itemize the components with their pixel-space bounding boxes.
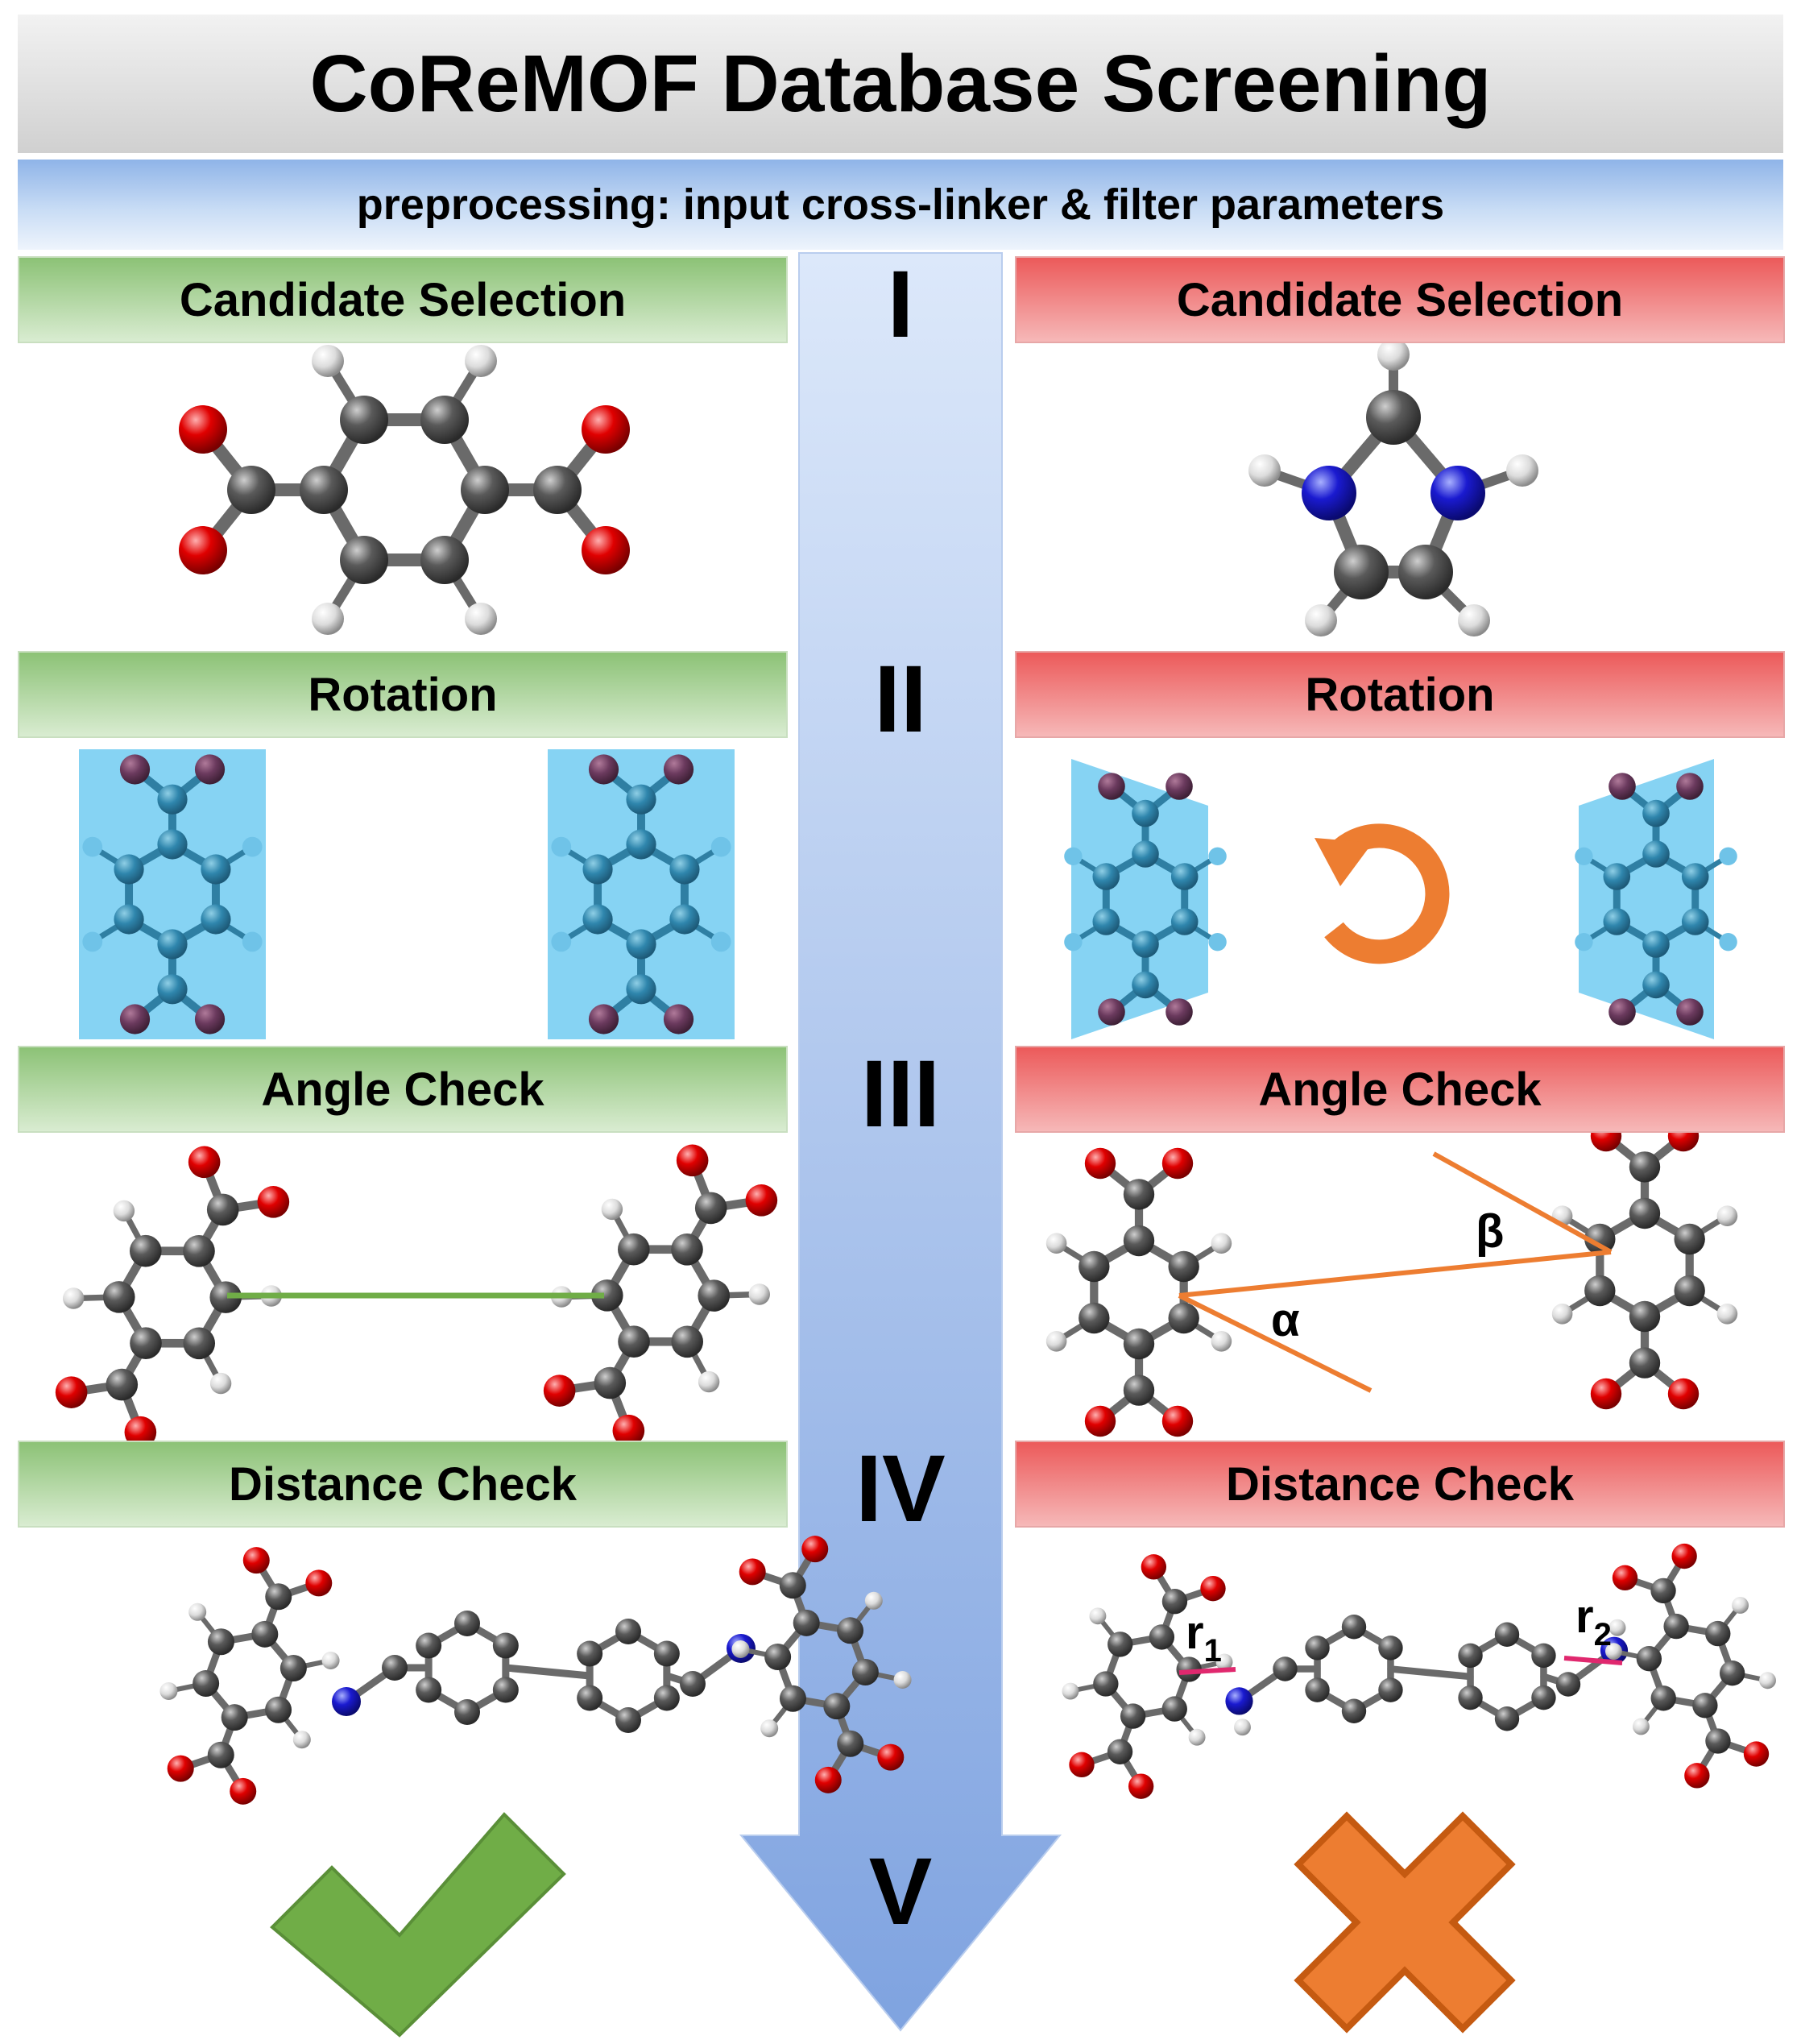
rotation-molecule-left-1: [82, 754, 263, 1034]
distance-r2-line: [1563, 1656, 1623, 1665]
process-arrow: [739, 252, 1062, 2032]
angle-molecule-right-1: [1045, 1147, 1232, 1437]
r1-base: r: [1186, 1607, 1204, 1659]
distance-chain-left: [332, 1611, 756, 1733]
title-bar: CoReMOF Database Screening: [18, 15, 1783, 153]
distance-chain-right-end-right: [1605, 1543, 1776, 1789]
step-numeral-3: III: [861, 1041, 940, 1147]
r1-label: r1: [1186, 1607, 1222, 1669]
candidate-molecule-right: [1248, 338, 1538, 636]
left-header-angle-check: Angle Check: [18, 1046, 788, 1133]
molecule-illustrations: [55, 338, 1776, 1805]
rotation-molecule-right-1: [1064, 773, 1227, 1026]
preprocessing-text: preprocessing: input cross-linker & filt…: [356, 180, 1445, 229]
left-header-distance-check: Distance Check: [18, 1441, 788, 1528]
step-numeral-5: V: [869, 1839, 933, 1945]
right-header-distance-check: Distance Check: [1015, 1441, 1785, 1528]
angle-molecule-right-2: [1551, 1120, 1738, 1410]
rotate-arrow-icon: [1315, 823, 1450, 964]
distance-chain-left-end-left: [159, 1547, 340, 1805]
rotation-molecule-left-2: [551, 754, 731, 1034]
angle-line-beta-arm: [1432, 1151, 1613, 1254]
beta-label: β: [1476, 1205, 1504, 1258]
angle-line-alpha-arm: [1178, 1293, 1372, 1393]
r2-label: r2: [1575, 1590, 1612, 1652]
angle-line-connector: [1178, 1250, 1612, 1298]
left-header-rotation: Rotation: [18, 651, 788, 738]
right-header-angle-check: Angle Check: [1015, 1046, 1785, 1133]
alpha-label: α: [1271, 1294, 1300, 1346]
angle-molecule-left-2: [543, 1144, 778, 1447]
distance-chain-right: [1225, 1615, 1629, 1736]
distance-chain-right-end-left: [1062, 1554, 1233, 1799]
right-header-candidate-selection: Candidate Selection: [1015, 256, 1785, 343]
cross-icon: [1294, 1811, 1516, 2034]
rotation-plane-right-2: [1579, 759, 1714, 1039]
page-title: CoReMOF Database Screening: [309, 38, 1492, 129]
step-numeral-1: I: [888, 251, 914, 358]
rotation-plane-left-1: [79, 749, 266, 1039]
angle-molecule-left-1: [55, 1146, 290, 1449]
left-header-candidate-selection: Candidate Selection: [18, 256, 788, 343]
step-numeral-4: IV: [855, 1436, 946, 1542]
step-numeral-2: II: [874, 646, 927, 753]
r1-subscript: 1: [1204, 1633, 1222, 1669]
candidate-molecule-left: [179, 345, 630, 635]
rotation-molecule-right-2: [1575, 773, 1737, 1026]
preprocessing-bar: preprocessing: input cross-linker & filt…: [18, 160, 1783, 250]
checkmark-icon: [270, 1812, 566, 2038]
r2-subscript: 2: [1594, 1617, 1612, 1652]
rotation-plane-left-2: [548, 749, 735, 1039]
right-header-rotation: Rotation: [1015, 651, 1785, 738]
r2-base: r: [1575, 1590, 1594, 1643]
rotation-plane-right-1: [1071, 759, 1208, 1039]
distance-r1-line: [1178, 1667, 1236, 1675]
distance-chain-left-end-right: [731, 1536, 912, 1793]
